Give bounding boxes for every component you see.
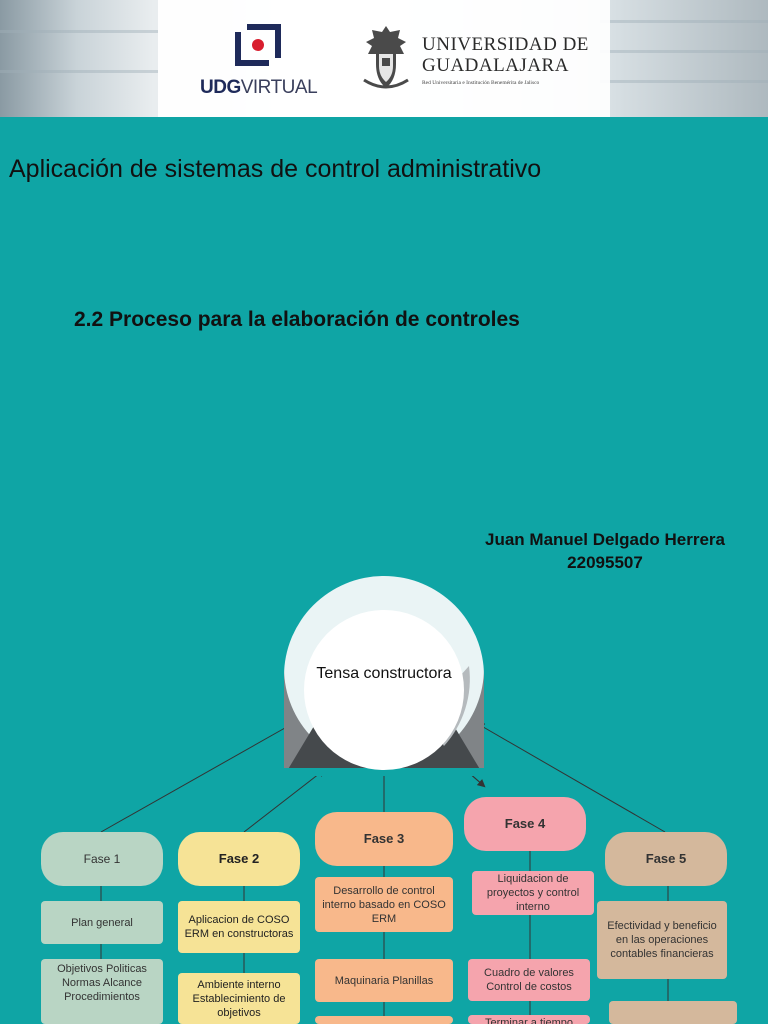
phase-4-node: Fase 4 [464,797,586,851]
phase-4-item: Liquidacion de proyectos y control inter… [472,871,594,915]
student-name: Juan Manuel Delgado Herrera [485,530,725,549]
center-node-ring [284,576,484,776]
phase-1-item: Plan general [41,901,163,944]
course-title: Aplicación de sistemas de control admini… [9,155,542,183]
phase-2-item: Ambiente interno Establecimiento de obje… [178,973,300,1024]
student-info: Juan Manuel Delgado Herrera 22095507 [465,528,745,574]
phase-4-item: Terminar a tiempo [468,1015,590,1024]
phase-3-node: Fase 3 [315,812,453,866]
phase-3-item: Maquinaria Planillas [315,959,453,1002]
udg-logo-text: UDGVIRTUAL [200,77,318,98]
phase-2-node: Fase 2 [178,832,300,886]
phase-4-item: Cuadro de valores Control de costos [468,959,590,1001]
phase-3-item: Desarrollo de control interno basado en … [315,877,453,932]
student-id: 22095507 [567,553,643,572]
header-banner: UDGVIRTUAL UNIVERSIDAD DE GUADALAJARA Re… [0,0,768,117]
center-node-label: Tensa constructora [316,665,452,682]
university-subtitle: Red Universitaria e Institución Beneméri… [422,80,540,86]
phase-5-node: Fase 5 [605,832,727,886]
university-name: UNIVERSIDAD DE GUADALAJARA [422,34,589,76]
udg-logo-icon [235,24,281,66]
phase-5-item-partial [609,1001,737,1024]
udg-virtual-logo: UDGVIRTUAL [200,20,320,100]
phase-5-item: Efectividad y beneficio en las operacion… [597,901,727,979]
university-crest-icon [363,26,409,89]
phase-3-item-partial [315,1016,453,1024]
phase-1-item: Objetivos Politicas Normas Alcance Proce… [41,959,163,1024]
phase-2-item: Aplicacion de COSO ERM en constructoras [178,901,300,953]
phase-1-node: Fase 1 [41,832,163,886]
topic-title: 2.2 Proceso para la elaboración de contr… [74,308,520,331]
